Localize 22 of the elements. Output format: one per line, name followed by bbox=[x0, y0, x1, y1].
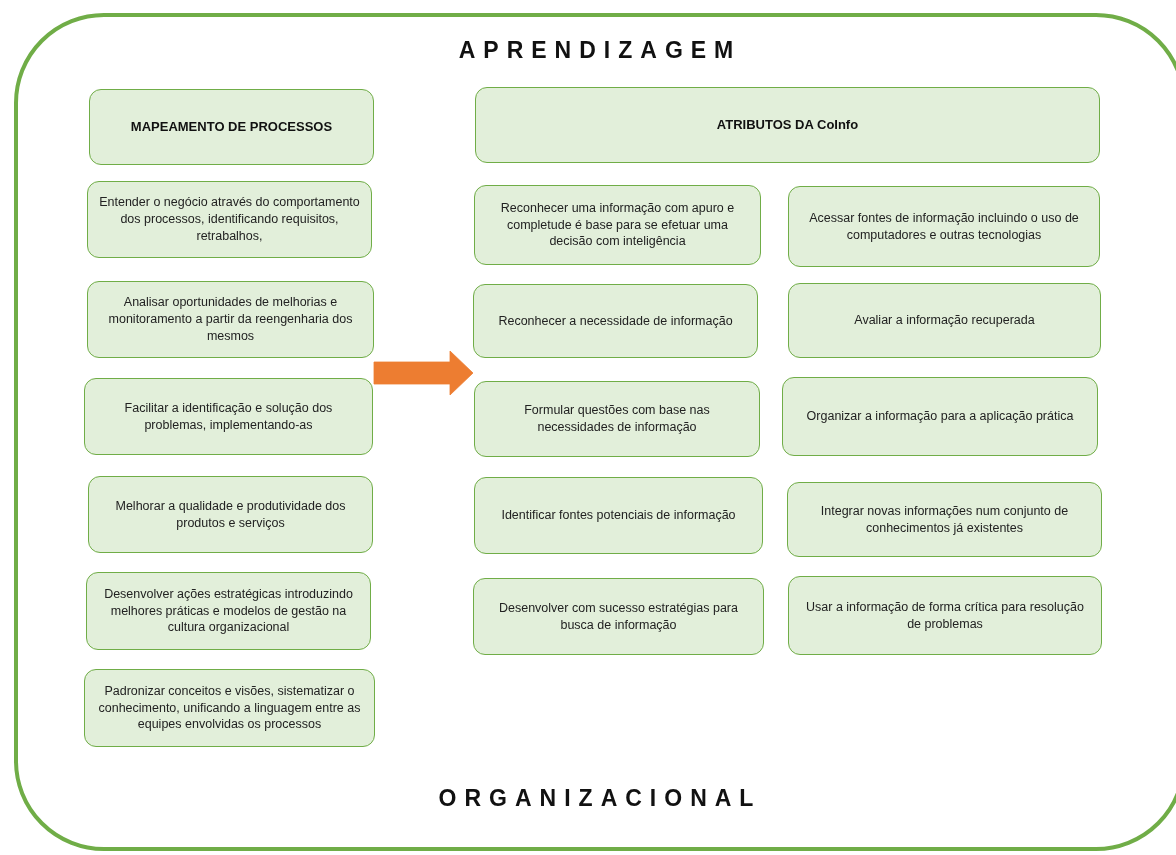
section-heading: ORGANIZACIONAL bbox=[438, 785, 762, 812]
process-box: Padronizar conceitos e visões, sistematizar o conhecimento, unificando a linguagem entre as equipes envolvidas os processos bbox=[84, 669, 375, 747]
process-box: Identificar fontes potenciais de informação bbox=[474, 477, 763, 554]
process-box: Facilitar a identificação e solução dos problemas, implementando-as bbox=[84, 378, 373, 455]
process-box: Organizar a informação para a aplicação prática bbox=[782, 377, 1098, 456]
process-box: Desenvolver com sucesso estratégias para busca de informação bbox=[473, 578, 764, 655]
process-box: Avaliar a informação recuperada bbox=[788, 283, 1101, 358]
process-box: Entender o negócio através do comportamento dos processos, identificando requisitos, retrabalhos, bbox=[87, 181, 372, 258]
process-box: Usar a informação de forma crítica para resolução de problemas bbox=[788, 576, 1102, 655]
header-box: MAPEAMENTO DE PROCESSOS bbox=[89, 89, 374, 165]
process-box: Acessar fontes de informação incluindo o uso de computadores e outras tecnologias bbox=[788, 186, 1100, 267]
section-heading: APRENDIZAGEM bbox=[458, 37, 742, 64]
block-arrow bbox=[373, 350, 474, 396]
process-box: Desenvolver ações estratégicas introduzindo melhores práticas e modelos de gestão na cultura organizacional bbox=[86, 572, 371, 650]
frame-border bbox=[14, 13, 1176, 851]
process-box: Reconhecer a necessidade de informação bbox=[473, 284, 758, 358]
process-box: Reconhecer uma informação com apuro e completude é base para se efetuar uma decisão com inteligência bbox=[474, 185, 761, 265]
header-box: ATRIBUTOS DA CoInfo bbox=[475, 87, 1100, 163]
process-box: Analisar oportunidades de melhorias e monitoramento a partir da reengenharia dos mesmos bbox=[87, 281, 374, 358]
process-box: Melhorar a qualidade e produtividade dos produtos e serviços bbox=[88, 476, 373, 553]
process-box: Integrar novas informações num conjunto de conhecimentos já existentes bbox=[787, 482, 1102, 557]
process-box: Formular questões com base nas necessidades de informação bbox=[474, 381, 760, 457]
